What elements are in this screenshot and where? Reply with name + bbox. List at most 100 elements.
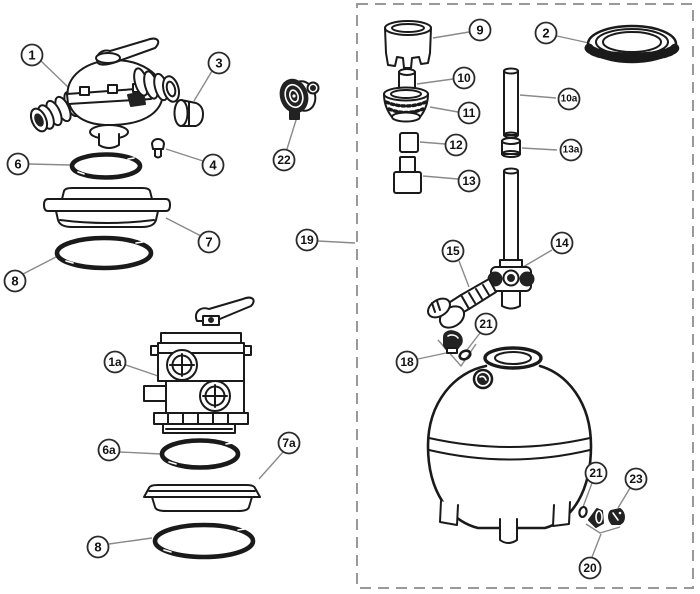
callout-6a: 6a [97,438,121,462]
leader-line-23 [617,487,631,509]
callout-1a: 1a [103,350,127,374]
drain-plug-drawing [608,508,625,525]
leader-line-2 [556,35,590,44]
coupling-drawing [501,137,521,158]
callout-4: 4 [201,153,225,177]
drain-fitting-drawing [588,508,604,528]
svg-text:21: 21 [589,466,603,480]
screw-drawing [151,138,165,159]
callout-9: 9 [468,18,492,42]
adapter-drawing [393,156,422,194]
leader-line-10a [519,94,557,99]
lateral-hub-drawing [487,259,535,310]
callout-22: 22 [272,148,296,172]
flange-oring-drawing [54,235,154,271]
svg-text:7a: 7a [282,436,296,450]
svg-text:14: 14 [555,236,569,250]
callout-13a: 13a [559,138,583,162]
svg-text:8: 8 [11,274,18,289]
leader-line-20 [591,533,602,558]
svg-text:20: 20 [583,561,597,575]
leader-line-21 [582,482,593,508]
callout-19: 19 [295,228,319,252]
leader-line-1 [40,60,70,89]
leader-line-4 [165,148,204,162]
callout-20: 20 [578,556,602,580]
svg-text:21: 21 [479,317,493,331]
callout-18: 18 [395,350,419,374]
callout-10a: 10a [557,87,581,111]
svg-text:1: 1 [28,48,35,63]
tank-flange-drawing [43,187,171,228]
callout-1: 1 [20,43,44,67]
svg-text:6a: 6a [102,443,116,457]
svg-text:9: 9 [476,23,483,38]
svg-text:12: 12 [449,138,463,152]
leader-line-14 [522,249,553,268]
callout-8: 8 [3,269,27,293]
sight-glass-plug-drawing [173,99,204,127]
drain-gasket-drawing [578,505,588,519]
leader-line-19 [317,240,356,244]
leader-line-8 [22,256,57,275]
callout-21: 21 [474,312,498,336]
svg-text:4: 4 [209,158,217,173]
callout-8-b: 8 [86,535,110,559]
svg-text:13: 13 [462,174,476,188]
svg-text:18: 18 [400,355,414,369]
filter-tank-group-boundary [356,3,694,589]
svg-text:13a: 13a [563,145,580,156]
svg-text:1a: 1a [108,355,122,369]
strainer-cup-drawing [384,20,432,69]
callout-3: 3 [207,51,231,75]
leader-lines-layer [22,3,694,589]
callout-10: 10 [452,66,476,90]
svg-text:10: 10 [457,71,471,85]
sleeve-drawing [399,132,419,153]
top-multiport-valve-drawing [29,37,180,149]
leader-line-11 [429,106,459,113]
drain-cap-drawing [443,330,463,354]
leader-line-12 [419,141,446,145]
standpipe-upper-drawing [503,67,519,139]
valve-oring-drawing [69,152,143,180]
callout-15: 15 [441,239,465,263]
leader-line-1a [125,364,162,378]
callout-2: 2 [534,21,558,45]
leader-line-21 [466,332,481,351]
callout-7a: 7a [277,431,301,455]
leader-line-6a [119,451,162,455]
diffuser-basket-drawing [383,86,429,123]
leader-line-10 [416,78,454,85]
leader-line-6 [28,163,71,166]
svg-text:7: 7 [205,235,212,250]
filter-tank-drawing [426,346,593,544]
leader-line-15 [458,260,470,288]
flange-oring-b-drawing [152,522,256,560]
leader-line-8 [108,537,153,545]
side-mount-valve-drawing [143,296,255,434]
leader-line-7 [165,217,202,237]
leader-line-13 [422,175,459,180]
svg-text:19: 19 [300,233,314,247]
svg-text:6: 6 [14,157,21,172]
callout-23: 23 [624,467,648,491]
leader-line-3 [193,70,213,102]
standpipe-lower-drawing [503,167,519,264]
svg-text:3: 3 [215,56,222,71]
callout-21-b: 21 [584,461,608,485]
svg-text:8: 8 [94,540,101,555]
leader-line-9 [432,31,470,39]
svg-text:2: 2 [542,26,549,41]
callout-13: 13 [457,169,481,193]
callout-14: 14 [550,231,574,255]
svg-text:15: 15 [446,244,460,258]
leader-line-7a [258,451,284,480]
svg-text:22: 22 [277,153,291,167]
svg-text:23: 23 [629,472,643,486]
svg-text:11: 11 [463,106,476,120]
drain-oring-drawing [458,349,472,361]
callout-6: 6 [6,152,30,176]
